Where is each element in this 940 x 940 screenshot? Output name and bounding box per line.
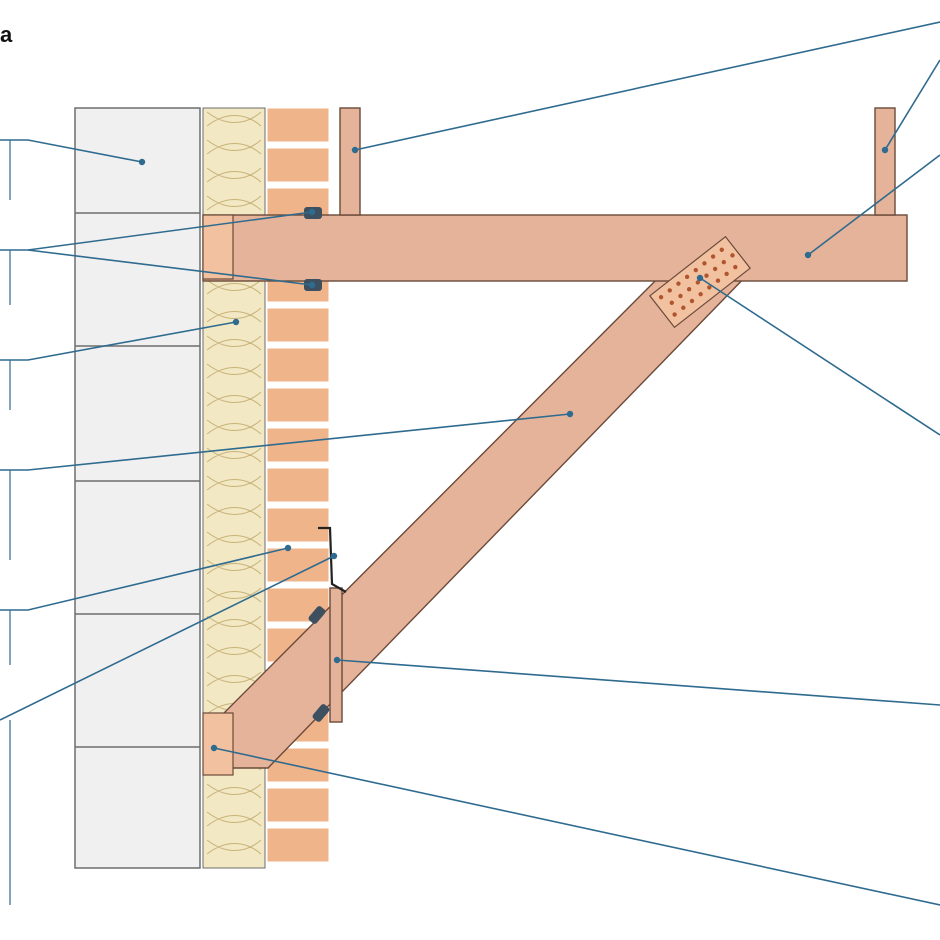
nail-hole [724, 271, 729, 277]
brick [266, 787, 330, 823]
leader-dot [232, 318, 240, 326]
figure-label: a [0, 22, 13, 47]
leader-dot [881, 146, 889, 154]
leader-dot [210, 744, 218, 752]
nail-hole [676, 281, 681, 286]
nail-hole [702, 261, 707, 266]
nail-hole [712, 266, 718, 272]
leader-dot [696, 274, 704, 282]
nail-hole [698, 291, 703, 297]
nail-hole [721, 259, 727, 265]
leader-line [27, 249, 313, 286]
block-wall [74, 107, 201, 869]
nail-hole [715, 278, 721, 283]
leader-dot [308, 208, 316, 216]
nail-hole [686, 287, 692, 292]
lower-wall-plate [202, 712, 234, 776]
leader-line [336, 659, 940, 706]
leader-line [884, 59, 940, 151]
brick [266, 507, 330, 543]
leader-line [0, 413, 571, 471]
leader-lines [0, 21, 940, 906]
nail-hole [669, 300, 675, 305]
nail-hole [710, 254, 716, 259]
leader-line [354, 21, 940, 151]
nail-hole [658, 294, 664, 300]
nail-hole [693, 267, 698, 273]
nail-hole [678, 293, 683, 299]
nail-hole [684, 274, 690, 280]
brick [266, 827, 330, 863]
leader-dot [351, 146, 359, 154]
nail-hole [672, 312, 677, 317]
brick [266, 107, 330, 143]
horizontal-beam [202, 214, 908, 282]
railing-post-left [339, 107, 361, 216]
leader-line [807, 154, 940, 256]
vertical-post [329, 587, 343, 723]
nail-hole [707, 285, 712, 290]
railing-post-right [874, 107, 896, 216]
leader-line [0, 555, 335, 721]
brick [266, 387, 330, 423]
brick [266, 147, 330, 183]
leader-dot [308, 281, 316, 289]
leader-dot [333, 656, 341, 664]
leader-line [0, 547, 289, 611]
leader-line [0, 321, 237, 361]
nail-hole [719, 247, 724, 252]
brick [266, 347, 330, 383]
leader-line [699, 277, 940, 436]
brick [266, 467, 330, 503]
nail-hole [681, 305, 686, 310]
leader-dot [804, 251, 812, 259]
nail-hole [730, 253, 735, 258]
leader-dot [566, 410, 574, 418]
nail-hole [704, 273, 709, 278]
nail-plate-icon [649, 235, 751, 329]
leader-dot [330, 552, 338, 560]
nail-hole [667, 288, 672, 293]
brick [266, 307, 330, 343]
nail-hole [689, 298, 695, 304]
nail-hole [695, 280, 701, 285]
nail-hole [733, 264, 738, 270]
leader-line [213, 747, 940, 906]
leader-dot [284, 544, 292, 552]
brick [266, 547, 330, 583]
leader-line [0, 139, 143, 163]
leader-dot [138, 158, 146, 166]
